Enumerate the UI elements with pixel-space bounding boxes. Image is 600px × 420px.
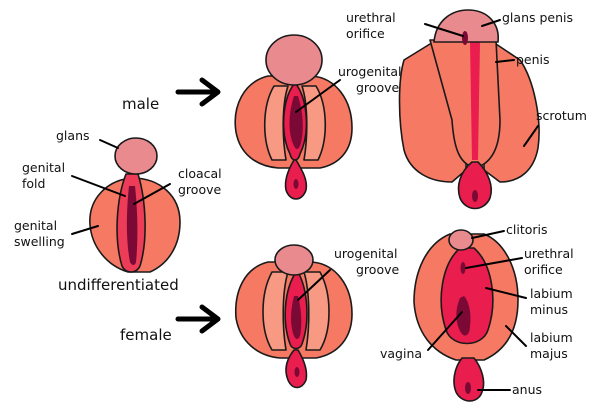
leader-urogenital-groove-male [295,79,341,113]
male-early-anus [293,179,299,189]
female-adult-anus [465,382,471,394]
leader-cloacal-groove [133,183,171,205]
male-adult-figure [398,9,540,210]
female-early-anus [294,367,300,377]
glans-penis-shape [433,9,499,43]
leader-vagina [427,311,463,351]
label-labium-minus: labium minus [530,286,577,317]
leader-genital-swelling [71,225,99,235]
male-early-glans [265,34,323,86]
female-early-inner-fold-left [262,271,289,351]
leader-labium-majus [505,325,527,347]
label-urethral-orifice-female: urethral orifice [524,246,578,277]
arrow-male [175,77,221,107]
leader-clitoris [471,230,505,239]
undifferentiated-figure [89,137,181,273]
female-early-figure [234,244,353,389]
label-cloacal-groove: cloacal groove [178,166,226,197]
leader-urethral-orifice-male [424,23,464,37]
label-penis: penis [516,52,550,67]
arrow-female [175,304,221,334]
label-labium-majus: labium majus [530,330,577,361]
vagina-shape [456,296,471,336]
label-vagina: vagina [380,346,422,361]
label-female: female [120,326,172,344]
male-early-inner-fold-left [263,85,289,161]
leader-urogenital-groove-female [297,269,331,301]
leader-urethral-orifice-female [465,257,523,269]
leader-labium-minus [485,287,527,299]
label-undifferentiated: undifferentiated [58,276,179,294]
leader-penis [495,59,515,63]
label-male: male [122,95,159,113]
clitoris-shape [448,229,474,251]
female-early-groove [291,296,302,339]
leader-glans-penis [481,19,501,27]
urethral-orifice-female-shape [460,262,466,274]
urethral-orifice-male-shape [462,31,468,45]
leader-scrotum [523,125,539,147]
male-early-figure [234,34,353,200]
label-anus: anus [512,382,542,397]
label-urethral-orifice-male: urethral orifice [346,10,400,41]
label-urogenital-groove-male: urogenital groove [338,64,405,95]
label-clitoris: clitoris [506,222,548,237]
label-genital-swelling: genital swelling [14,218,65,249]
female-adult-figure [413,229,519,402]
label-glans: glans [56,128,90,143]
female-adult-perineum [453,357,485,402]
male-adult-anus [472,190,478,202]
label-genital-fold: genital fold [22,160,69,191]
glans-shape [114,137,158,175]
label-urogenital-groove-female: urogenital groove [334,246,401,277]
label-scrotum: scrotum [536,108,587,123]
male-adult-perineum [457,161,493,210]
label-glans-penis: glans penis [502,10,573,25]
cloacal-groove-shape [126,186,138,265]
penis-raphe [470,42,480,160]
leader-genital-fold [71,175,126,197]
leader-glans [99,139,119,149]
female-early-inner-fold-right [303,271,330,351]
female-early-glans [274,244,314,276]
